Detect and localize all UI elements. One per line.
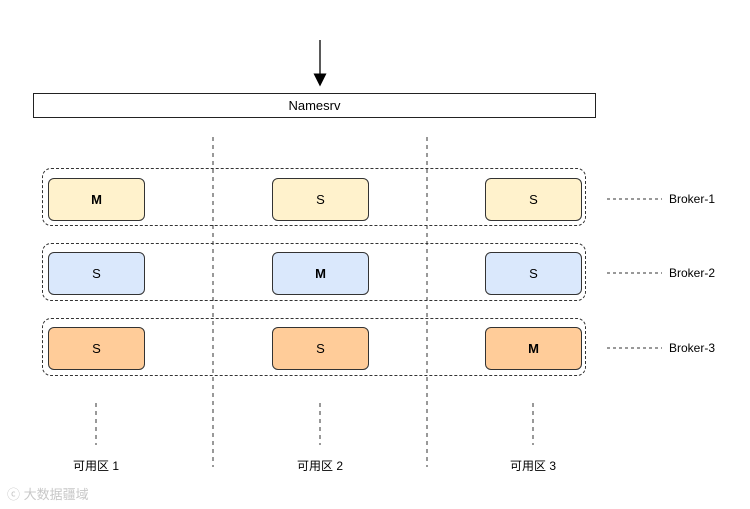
namesrv-box: Namesrv — [33, 93, 596, 118]
watermark: ⓒ 大数据疆域 — [7, 484, 89, 503]
node-role-label: S — [316, 192, 325, 207]
node-role-label: M — [528, 341, 539, 356]
broker-2-node-zone-1: S — [48, 252, 145, 295]
node-role-label: M — [315, 266, 326, 281]
node-role-label: S — [529, 192, 538, 207]
broker-3-group — [42, 318, 586, 376]
node-role-label: S — [92, 266, 101, 281]
watermark-logo-icon: ⓒ — [7, 487, 21, 502]
broker-1-node-zone-2: S — [272, 178, 369, 221]
broker-1-node-zone-3: S — [485, 178, 582, 221]
broker-1-group — [42, 168, 586, 226]
broker-1-label: Broker-1 — [669, 192, 716, 206]
broker-3-node-zone-3: M — [485, 327, 582, 370]
namesrv-label: Namesrv — [288, 98, 341, 113]
node-role-label: M — [91, 192, 102, 207]
broker-3-label: Broker-3 — [669, 341, 716, 355]
zone-3-label: 可用区 3 — [509, 459, 556, 473]
node-role-label: S — [529, 266, 538, 281]
node-role-label: S — [92, 341, 101, 356]
zone-1-label: 可用区 1 — [72, 459, 119, 473]
zone-2-label: 可用区 2 — [296, 459, 343, 473]
broker-3-node-zone-2: S — [272, 327, 369, 370]
broker-2-node-zone-2: M — [272, 252, 369, 295]
broker-2-label: Broker-2 — [669, 266, 716, 280]
broker-2-group — [42, 243, 586, 301]
broker-2-node-zone-3: S — [485, 252, 582, 295]
broker-3-node-zone-1: S — [48, 327, 145, 370]
watermark-text: 大数据疆域 — [23, 487, 89, 502]
broker-1-node-zone-1: M — [48, 178, 145, 221]
node-role-label: S — [316, 341, 325, 356]
